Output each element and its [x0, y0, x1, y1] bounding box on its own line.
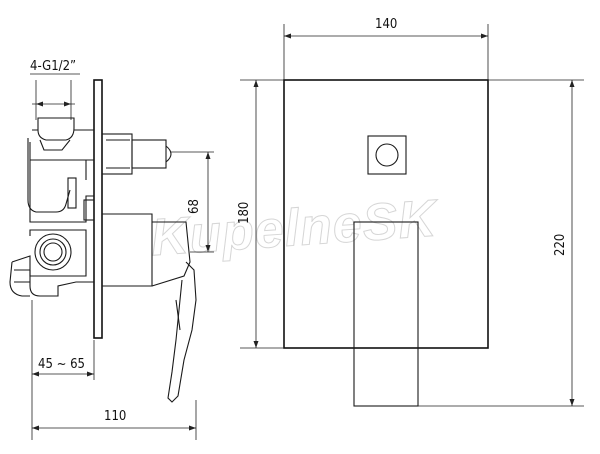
- plate-height-label: 180: [237, 202, 252, 224]
- bottom-connector: [9, 255, 94, 297]
- diverter-knob-front: [367, 135, 407, 175]
- lower-outlet: [34, 233, 72, 271]
- wall-plate-front: [283, 79, 489, 349]
- overall-height-label: 220: [553, 234, 568, 256]
- mixer-lever-front: [353, 221, 419, 407]
- plate-width-label: 140: [375, 17, 397, 32]
- thread-size-label: 4-G1/2”: [30, 59, 76, 74]
- mixer-lever-side: [101, 213, 153, 287]
- total-depth-label: 110: [104, 409, 126, 424]
- side-view: 4-G1/2”: [9, 59, 214, 440]
- upper-inlet: [37, 117, 75, 141]
- front-view: 140 180 220: [237, 17, 584, 407]
- wall-plate-side: [93, 79, 103, 339]
- handle-offset-label: 68: [187, 199, 202, 214]
- valve-body: [29, 142, 94, 223]
- depth-range-label: 45 ~ 65: [38, 357, 85, 372]
